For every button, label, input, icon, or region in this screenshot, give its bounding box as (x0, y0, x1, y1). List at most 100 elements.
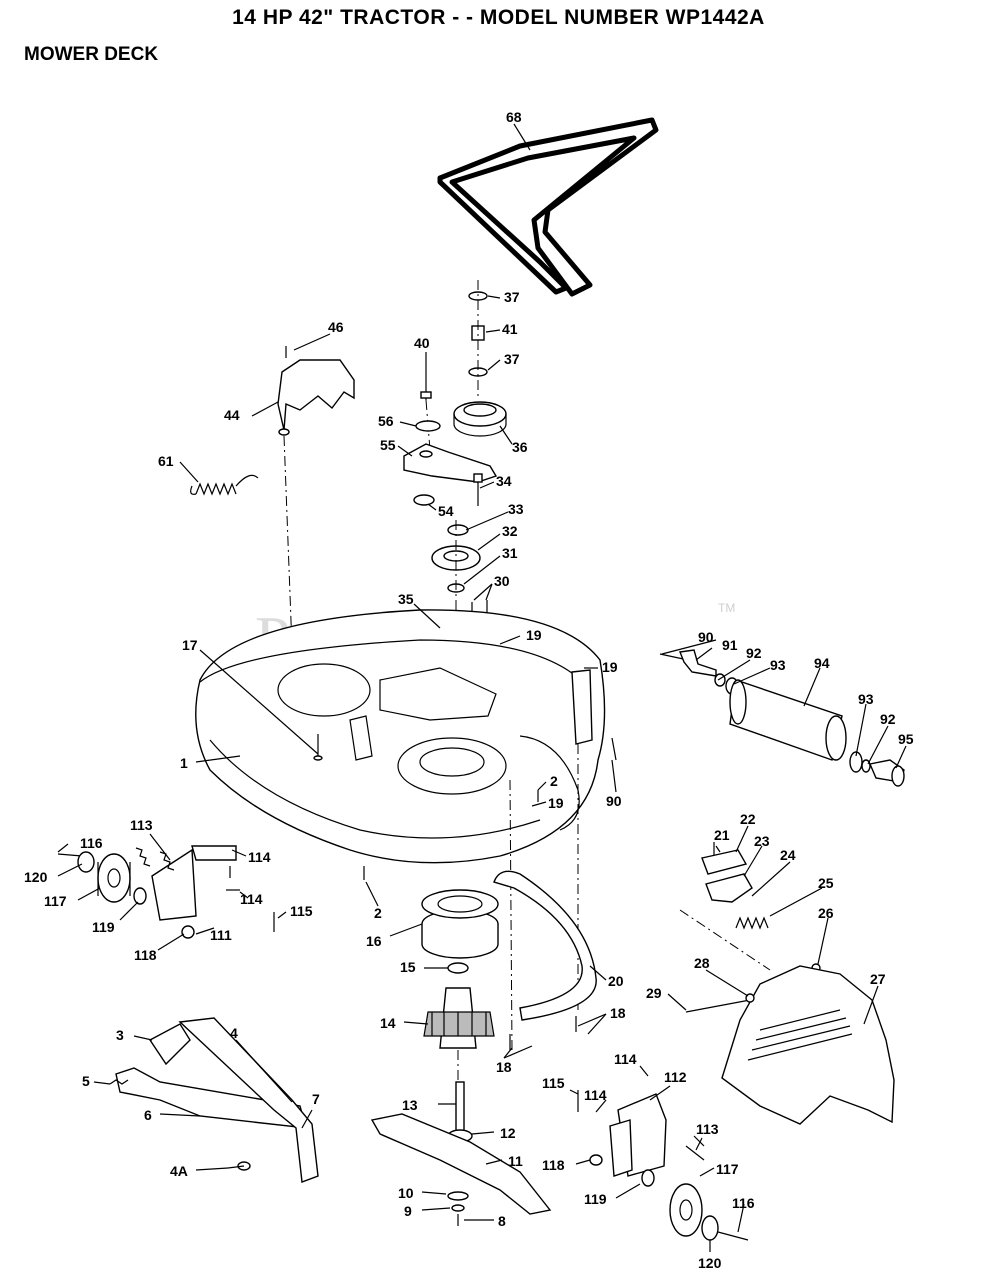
callout-92: 92 (880, 711, 896, 727)
callout-93: 93 (770, 657, 786, 673)
callout-31: 31 (502, 545, 518, 561)
callout-18: 18 (610, 1005, 626, 1021)
callout-118: 118 (134, 947, 157, 963)
callout-36: 36 (512, 439, 528, 455)
callout-26: 26 (818, 905, 834, 921)
callout-91: 91 (722, 637, 738, 653)
callout-37: 37 (504, 351, 520, 367)
callout-115: 115 (542, 1075, 565, 1091)
callout-95: 95 (898, 731, 914, 747)
callout-13: 13 (402, 1097, 418, 1113)
callout-19: 19 (602, 659, 618, 675)
idler-stack (453, 280, 507, 437)
anti-scalp-roller (611, 649, 905, 787)
callout-55: 55 (380, 437, 396, 453)
idler-arm (403, 420, 498, 506)
callout-35: 35 (398, 591, 414, 607)
callout-113: 113 (130, 817, 153, 833)
callout-20: 20 (608, 973, 624, 989)
right-gauge-wheel (577, 1090, 749, 1241)
watermark-tm: TM (718, 601, 735, 615)
callout-2: 2 (550, 773, 558, 789)
callout-90: 90 (606, 793, 622, 809)
callout-25: 25 (818, 875, 834, 891)
deck-bracket-right (509, 669, 593, 1051)
callout-41: 41 (502, 321, 518, 337)
callout-12: 12 (500, 1125, 516, 1141)
callout-46: 46 (328, 319, 344, 335)
callout-6: 6 (144, 1107, 152, 1123)
callout-56: 56 (378, 413, 394, 429)
callout-7: 7 (312, 1091, 320, 1107)
callout-119: 119 (584, 1191, 607, 1207)
chute-bracket (679, 842, 821, 973)
callout-21: 21 (714, 827, 730, 843)
left-gauge-wheel (57, 845, 275, 939)
callout-17: 17 (182, 637, 198, 653)
callout-117: 117 (716, 1161, 739, 1177)
callout-18: 18 (496, 1059, 512, 1075)
callout-19: 19 (548, 795, 564, 811)
callout-5: 5 (82, 1073, 90, 1089)
callout-8: 8 (498, 1213, 506, 1229)
callout-27: 27 (870, 971, 886, 987)
callout-116: 116 (80, 835, 103, 851)
callout-115: 115 (290, 903, 313, 919)
callout-40: 40 (414, 335, 430, 351)
callout-29: 29 (646, 985, 662, 1001)
callout-112: 112 (664, 1069, 687, 1085)
callout-30: 30 (494, 573, 510, 589)
section-subtitle: MOWER DECK (24, 44, 159, 65)
mower-deck (195, 609, 606, 864)
callout-37: 37 (504, 289, 520, 305)
discharge-chute (685, 965, 895, 1125)
callout-54: 54 (438, 503, 454, 519)
callout-22: 22 (740, 811, 756, 827)
callout-114: 114 (248, 849, 271, 865)
callout-32: 32 (502, 523, 518, 539)
callout-68: 68 (506, 109, 522, 125)
callout-28: 28 (694, 955, 710, 971)
callout-61: 61 (158, 453, 174, 469)
callout-1: 1 (180, 755, 188, 771)
callout-3: 3 (116, 1027, 124, 1043)
callout-4A: 4A (170, 1163, 188, 1179)
callout-120: 120 (698, 1255, 722, 1271)
callout-111: 111 (210, 927, 232, 943)
hanger-linkage (109, 1017, 319, 1183)
callout-44: 44 (224, 407, 240, 423)
callout-116: 116 (732, 1195, 755, 1211)
bolts-18 (509, 1016, 577, 1050)
blade-assembly (370, 1081, 552, 1226)
callout-93: 93 (858, 691, 874, 707)
callout-90: 90 (698, 629, 714, 645)
callout-118: 118 (542, 1157, 565, 1173)
callout-labels: 68 37 41 40 37 46 44 56 36 55 61 34 54 3… (24, 109, 914, 1271)
spindle-housing-16 (421, 889, 499, 959)
callout-9: 9 (404, 1203, 412, 1219)
screws-2 (363, 790, 539, 880)
spindle-assembly (423, 962, 495, 1080)
callout-33: 33 (508, 501, 524, 517)
leader-lines (57, 123, 907, 1252)
callout-34: 34 (496, 473, 512, 489)
baffle-20 (493, 870, 597, 1021)
callout-19: 19 (526, 627, 542, 643)
bolt-40 (420, 372, 432, 451)
callout-94: 94 (814, 655, 830, 671)
callout-119: 119 (92, 919, 115, 935)
callout-16: 16 (366, 933, 382, 949)
page-title: 14 HP 42" TRACTOR - - MODEL NUMBER WP144… (232, 6, 765, 29)
callout-120: 120 (24, 869, 48, 885)
callout-114: 114 (240, 891, 263, 907)
callout-11: 11 (508, 1153, 523, 1169)
callout-117: 117 (44, 893, 67, 909)
callout-14: 14 (380, 1015, 396, 1031)
callout-15: 15 (400, 959, 416, 975)
callout-10: 10 (398, 1185, 414, 1201)
callout-24: 24 (780, 847, 796, 863)
callout-23: 23 (754, 833, 770, 849)
callout-92: 92 (746, 645, 762, 661)
callout-114: 114 (614, 1051, 637, 1067)
